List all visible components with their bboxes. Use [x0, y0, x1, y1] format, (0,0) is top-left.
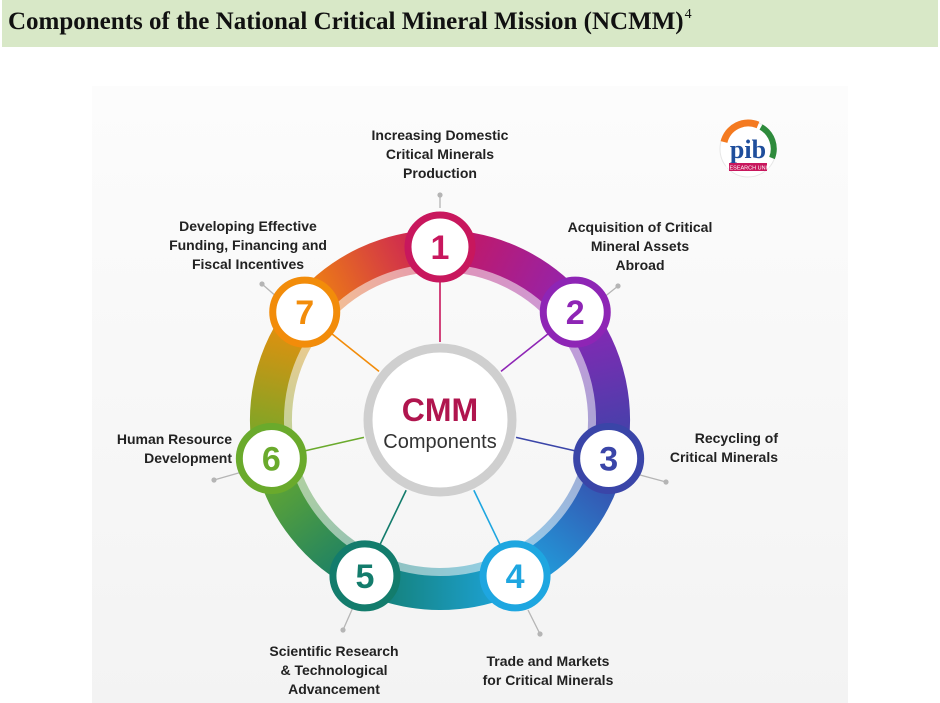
leader-dot [211, 477, 217, 483]
leader-lines [211, 192, 669, 637]
logo-text: pib [730, 135, 766, 164]
component-nodes: 1 2 3 4 5 6 7 [235, 211, 645, 612]
component-label-1: Increasing Domestic Critical Minerals Pr… [371, 127, 509, 181]
component-number-7: 7 [295, 294, 314, 332]
component-number-2: 2 [566, 294, 585, 332]
component-label-6: Human Resource Development [116, 431, 232, 466]
center-circle [363, 343, 517, 497]
leader-dot [259, 281, 265, 287]
leader-dot [437, 192, 443, 198]
leader-line [213, 471, 243, 481]
leader-dot [537, 631, 543, 637]
component-label-2: Acquisition of Critical Mineral Assets A… [567, 219, 713, 273]
spoke-line [329, 331, 380, 372]
component-label-4: Trade and Markets for Critical Minerals [482, 653, 614, 688]
spoke-line [515, 436, 578, 453]
page-title: Components of the National Critical Mine… [8, 7, 692, 35]
component-node-3 [573, 422, 645, 494]
center-title: CMM [402, 392, 478, 428]
component-label-3: Recycling of Critical Minerals [669, 430, 778, 465]
component-number-5: 5 [355, 558, 374, 596]
component-number-3: 3 [599, 440, 618, 478]
leader-line [639, 474, 667, 483]
leader-dot [340, 627, 346, 633]
title-bar: Components of the National Critical Mine… [2, 0, 938, 47]
component-label-7: Developing Effective Funding, Financing … [169, 218, 327, 272]
component-node-4 [479, 540, 551, 612]
spoke-line [302, 436, 365, 453]
logo-subtext: RESEARCH UNIT [726, 166, 772, 172]
center-subtitle: Components [383, 431, 496, 453]
leader-dot [615, 283, 621, 289]
component-node-6 [235, 422, 307, 494]
spoke-line [500, 331, 551, 372]
spokes [302, 279, 578, 548]
page-title-text: Components of the National Critical Mine… [8, 8, 684, 35]
component-number-1: 1 [431, 229, 450, 267]
footnote-marker: 4 [684, 7, 692, 22]
component-number-6: 6 [262, 440, 281, 478]
spoke-line [473, 489, 502, 548]
leader-line [342, 604, 355, 631]
leader-line [527, 609, 541, 635]
component-node-5 [329, 540, 401, 612]
component-node-1 [404, 211, 476, 283]
pib-research-unit-logo: pib RESEARCH UNIT [719, 119, 777, 178]
spoke-line [378, 489, 407, 548]
component-number-4: 4 [506, 558, 525, 596]
component-label-5: Scientific Research & Technological Adva… [269, 643, 399, 697]
component-node-2 [539, 276, 611, 348]
leader-dot [663, 479, 669, 485]
component-node-7 [269, 276, 341, 348]
